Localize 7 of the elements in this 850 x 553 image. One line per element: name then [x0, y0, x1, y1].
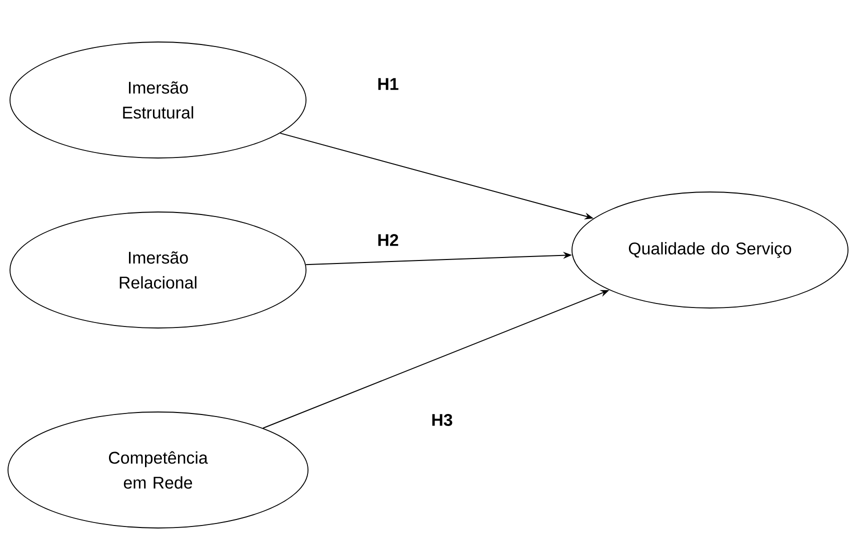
- edge-label: H1: [376, 77, 400, 91]
- edge-label: H2: [376, 233, 400, 247]
- ellipse-node: Qualidade do Serviço: [572, 192, 848, 308]
- ellipse-node: Imersão Estrutural: [10, 42, 306, 158]
- edge-label: H3: [430, 413, 454, 427]
- ellipse-node: Competência em Rede: [8, 412, 308, 528]
- ellipse-node: Imersão Relacional: [10, 212, 306, 328]
